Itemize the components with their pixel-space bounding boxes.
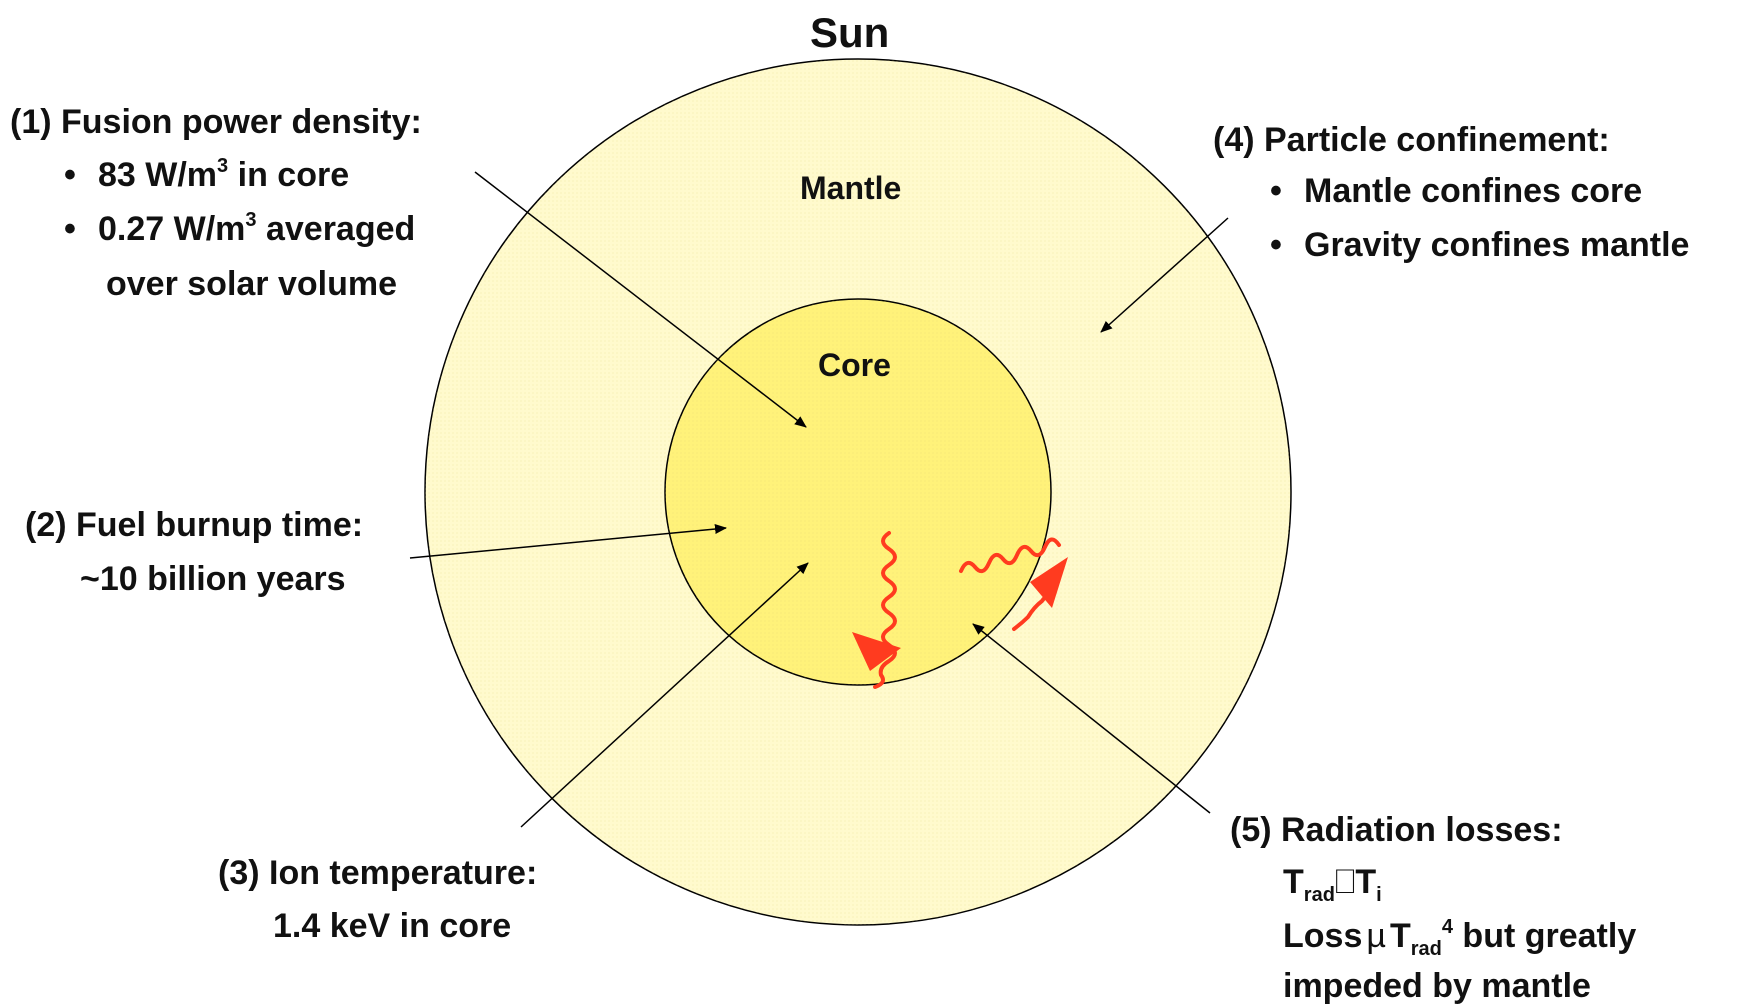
radiation-photon-right bbox=[959, 537, 1068, 631]
burnup-heading: (2) Fuel burnup time: bbox=[25, 506, 364, 544]
fusion-bullet-1: • 83 W/m3 in core bbox=[64, 155, 349, 195]
radiation-line-3: impeded by mantle bbox=[1283, 967, 1591, 1005]
fusion-b2-line2: over solar volume bbox=[106, 265, 398, 303]
radiation-l1-sub: rad bbox=[1303, 884, 1335, 906]
arrow-radiation bbox=[972, 623, 1211, 814]
fusion-b2-rest: averaged bbox=[256, 210, 416, 248]
radiation-line-1: Trad⎕Ti bbox=[1283, 862, 1382, 905]
confinement-b2: Gravity confines mantle bbox=[1304, 226, 1690, 264]
confinement-bullet-1: • Mantle confines core bbox=[1270, 171, 1642, 211]
radiation-l2-rest: but greatly bbox=[1452, 917, 1637, 955]
mantle-label: Mantle bbox=[800, 170, 902, 206]
confinement-b1: Mantle confines core bbox=[1304, 172, 1643, 210]
fusion-heading: (1) Fusion power density: bbox=[10, 103, 422, 141]
radiation-l1-t: T bbox=[1283, 863, 1304, 901]
radiation-heading: (5) Radiation losses: bbox=[1230, 811, 1563, 849]
bullet-icon: • bbox=[1270, 172, 1282, 210]
bullet-icon: • bbox=[1270, 226, 1282, 264]
radiation-l2-t: T bbox=[1389, 917, 1411, 955]
burnup-value: ~10 billion years bbox=[80, 560, 346, 598]
radiation-l1-t2: T bbox=[1355, 863, 1377, 901]
fusion-b2-sup: 3 bbox=[245, 209, 257, 231]
arrow-ion-temp bbox=[520, 562, 809, 828]
arrow-burnup bbox=[409, 524, 727, 559]
fusion-b1-value: 83 W/m bbox=[98, 156, 218, 194]
fusion-b2-value: 0.27 W/m bbox=[98, 210, 246, 248]
fusion-b1-sup: 3 bbox=[217, 155, 229, 177]
confinement-heading: (4) Particle confinement: bbox=[1213, 121, 1610, 159]
fusion-b1-rest: in core bbox=[228, 156, 350, 194]
core-label: Core bbox=[818, 347, 891, 383]
radiation-l2-mu: µ bbox=[1366, 917, 1386, 955]
ion-temp-value: 1.4 keV in core bbox=[273, 907, 512, 945]
arrow-fusion bbox=[474, 171, 807, 428]
bullet-icon: • bbox=[64, 156, 76, 194]
radiation-photon-left bbox=[852, 531, 901, 689]
arrow-confinement bbox=[1100, 217, 1229, 333]
radiation-l2-sup: 4 bbox=[1441, 916, 1453, 938]
radiation-l2-loss: Loss bbox=[1283, 917, 1363, 955]
ion-temp-heading: (3) Ion temperature: bbox=[218, 854, 538, 892]
radiation-l1-symbol: ⎕ bbox=[1334, 863, 1356, 901]
core-texture bbox=[665, 299, 1051, 685]
bullet-icon: • bbox=[64, 210, 76, 248]
radiation-l2-sub: rad bbox=[1410, 938, 1442, 960]
diagram-title: Sun bbox=[810, 9, 890, 56]
fusion-bullet-2: • 0.27 W/m3 averaged bbox=[64, 209, 415, 249]
confinement-bullet-2: • Gravity confines mantle bbox=[1270, 225, 1689, 265]
radiation-l1-sub2: i bbox=[1376, 884, 1382, 906]
